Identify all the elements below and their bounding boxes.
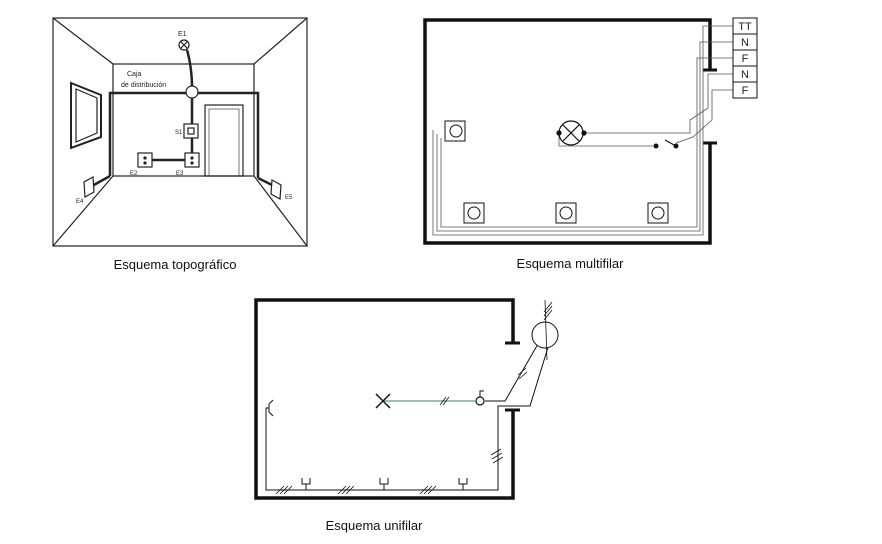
socket-icon: [137, 152, 153, 168]
socket-icon: [83, 176, 95, 198]
socket-icon: [270, 179, 282, 200]
caption-topographic: Esquema topográfico: [113, 257, 237, 272]
switch-icon: [183, 123, 199, 139]
lamp-icon: [375, 393, 391, 409]
socket-label: E4: [76, 199, 84, 205]
lamp-icon: [178, 39, 190, 51]
socket-label: E2: [130, 171, 138, 177]
socket-icon: [268, 399, 468, 490]
terminal-label: N: [741, 37, 749, 49]
wiring-main: [108, 91, 260, 178]
distribution-box: [185, 85, 199, 99]
window: [70, 81, 102, 150]
wall-outline: [254, 298, 515, 500]
meter-icon: [531, 321, 559, 349]
switch-label: S1: [175, 130, 183, 136]
terminal-label: F: [742, 85, 749, 97]
terminal-label: F: [742, 53, 749, 65]
lamp-icon: [556, 120, 587, 146]
socket-icon: [184, 152, 200, 168]
box-label: de distribución: [121, 82, 166, 89]
unifilar-diagram: [254, 298, 559, 500]
socket-label: E5: [285, 195, 293, 201]
terminal-label: TT: [738, 21, 752, 33]
caption-multifilar: Esquema multifilar: [516, 256, 624, 271]
terminal-label: N: [741, 69, 749, 81]
wiring-branch: [145, 49, 194, 162]
switch-icon: [475, 396, 485, 406]
caption-unifilar: Esquema unifilar: [325, 518, 423, 533]
lamp-label: E1: [178, 31, 187, 38]
wires: [432, 25, 733, 236]
wall-outline: [423, 18, 712, 245]
socket-label: E3: [176, 171, 184, 177]
topographic-diagram: [52, 17, 308, 247]
box-label: Caja: [127, 71, 142, 78]
conductor-marks: [275, 301, 553, 495]
terminal-block: [732, 17, 758, 99]
door: [204, 104, 244, 177]
back-wall: [112, 63, 255, 177]
multifilar-diagram: [423, 17, 758, 245]
room-outline: [52, 17, 308, 247]
